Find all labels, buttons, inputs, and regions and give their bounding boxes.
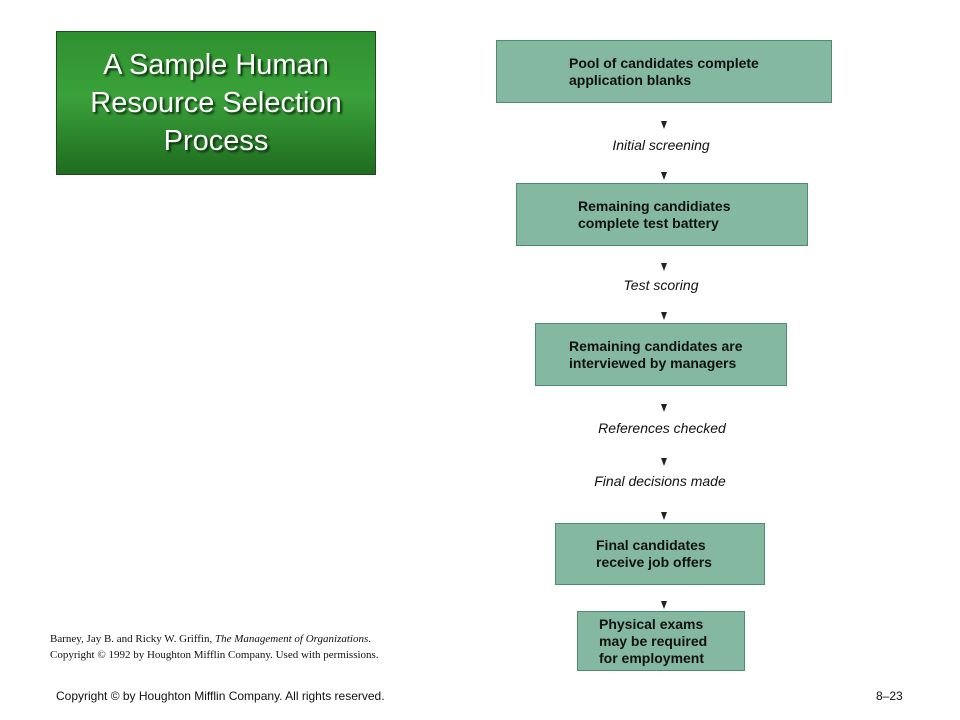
step-references-checked: References checked <box>598 420 726 436</box>
arrow-8 <box>661 601 667 609</box>
arrow-7 <box>661 512 667 520</box>
citation-line-1: Barney, Jay B. and Ricky W. Griffin, The… <box>50 633 372 645</box>
arrow-5 <box>661 404 667 412</box>
flow-box-label: Physical exams may be required for emplo… <box>599 615 708 666</box>
flow-box-job-offers: Final candidates receive job offers <box>555 523 765 585</box>
arrow-2 <box>661 172 667 180</box>
flow-box-physical-exams: Physical exams may be required for emplo… <box>577 611 745 671</box>
flow-box-label: Remaining candidiates complete test batt… <box>578 197 731 231</box>
flow-box-application: Pool of candidates complete application … <box>496 40 832 103</box>
flow-box-interviews: Remaining candidates are interviewed by … <box>535 323 787 386</box>
arrow-3 <box>661 263 667 271</box>
flow-box-test-battery: Remaining candidiates complete test batt… <box>516 183 808 246</box>
arrow-1 <box>661 121 667 129</box>
slide-number: 8–23 <box>876 689 903 703</box>
slide-title: A Sample Human Resource Selection Proces… <box>90 49 342 157</box>
step-test-scoring: Test scoring <box>623 277 699 293</box>
flow-box-label: Final candidates receive job offers <box>596 537 712 570</box>
citation-line-2: Copyright © 1992 by Houghton Mifflin Com… <box>50 649 379 661</box>
flow-box-label: Remaining candidates are interviewed by … <box>569 337 743 371</box>
arrow-6 <box>661 458 667 466</box>
step-initial-screening: Initial screening <box>612 137 710 153</box>
footer-copyright: Copyright © by Houghton Mifflin Company.… <box>56 689 385 703</box>
arrow-4 <box>661 312 667 320</box>
title-banner: A Sample Human Resource Selection Proces… <box>56 31 376 175</box>
book-title: The Management of Organizations <box>214 633 369 645</box>
step-final-decisions: Final decisions made <box>594 473 726 489</box>
citation: Barney, Jay B. and Ricky W. Griffin, The… <box>50 631 379 663</box>
flow-box-label: Pool of candidates complete application … <box>569 54 759 88</box>
